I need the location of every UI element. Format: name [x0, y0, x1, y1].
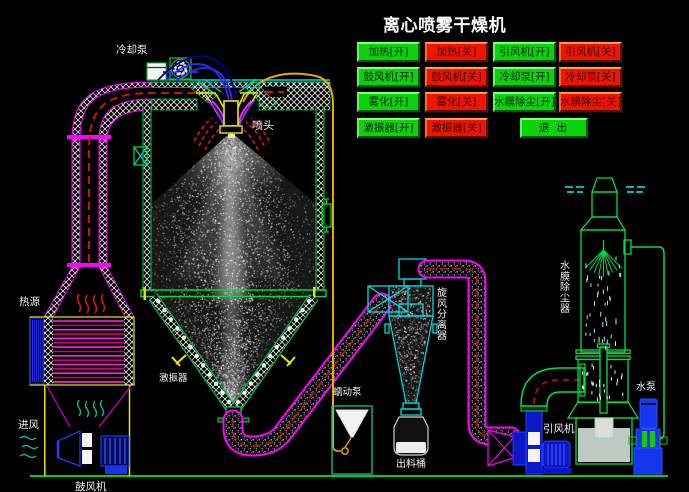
button-cooling-pump-off[interactable]: 冷却泵[关]: [559, 67, 622, 87]
button-atomize-off[interactable]: 雾化[关]: [425, 92, 488, 112]
button-heat-off[interactable]: 加热[关]: [425, 42, 488, 62]
button-exit[interactable]: 退 出: [520, 118, 588, 138]
water-pump: [628, 398, 668, 475]
button-vibrator-on[interactable]: 激振器[开]: [357, 118, 420, 138]
label-cooling-pump: 冷却泵: [116, 43, 148, 56]
chamber-roof-duct: [151, 79, 331, 111]
button-vibrator-off[interactable]: 激振器[关]: [425, 118, 488, 138]
button-water-film-on[interactable]: 水膜除尘[开]: [493, 92, 556, 112]
pipe-cyclone-to-fan: [417, 259, 521, 446]
chamber-cone: [148, 293, 319, 423]
label-nozzle: 喷头: [252, 119, 274, 132]
label-blower: 鼓风机: [75, 480, 107, 492]
hot-air-pipe: [43, 81, 205, 318]
cooling-lines: [157, 55, 237, 101]
page-title: 离心喷雾干燥机: [383, 16, 507, 36]
heater: [29, 316, 135, 476]
button-atomize-on[interactable]: 雾化[开]: [357, 92, 420, 112]
cooling-pump-unit: [146, 57, 198, 81]
label-induced-draft-fan: 引风机: [543, 422, 575, 435]
label-discharge-barrel: 出料桶: [396, 457, 426, 470]
label-air-inlet: 进风: [18, 419, 39, 431]
button-water-film-off[interactable]: 水膜除尘[关]: [559, 92, 622, 112]
spray-chamber-interior: [150, 132, 318, 405]
button-induced-fan-on[interactable]: 引风机[开]: [493, 42, 556, 62]
button-induced-fan-off[interactable]: 引风机[关]: [559, 42, 622, 62]
chamber-walls: [133, 107, 332, 300]
label-heat-source: 热源: [19, 295, 40, 308]
label-vibrator: 激振器: [159, 372, 188, 384]
label-cyclone-separator: 旋风分离器: [437, 286, 447, 342]
dust-collector-tower: [565, 177, 665, 465]
button-blower-off[interactable]: 鼓风机[关]: [425, 67, 488, 87]
button-cooling-pump-on[interactable]: 冷却泵[开]: [493, 67, 556, 87]
button-heat-on[interactable]: 加热[开]: [357, 42, 420, 62]
label-peristaltic-pump: 蠕动泵: [333, 387, 362, 398]
cyclone-separator: [367, 258, 438, 456]
peristaltic-pump-unit: [331, 405, 373, 475]
label-water-film-dust-collector: 水膜除尘器: [560, 260, 570, 315]
induced-draft-fan: [487, 363, 586, 475]
nozzle-assembly: [193, 78, 270, 151]
pipe-chamber-to-cyclone: [222, 292, 393, 457]
label-water-pump: 水泵: [636, 381, 656, 393]
blower-fan: [19, 385, 132, 474]
button-blower-on[interactable]: 鼓风机[开]: [357, 67, 420, 87]
